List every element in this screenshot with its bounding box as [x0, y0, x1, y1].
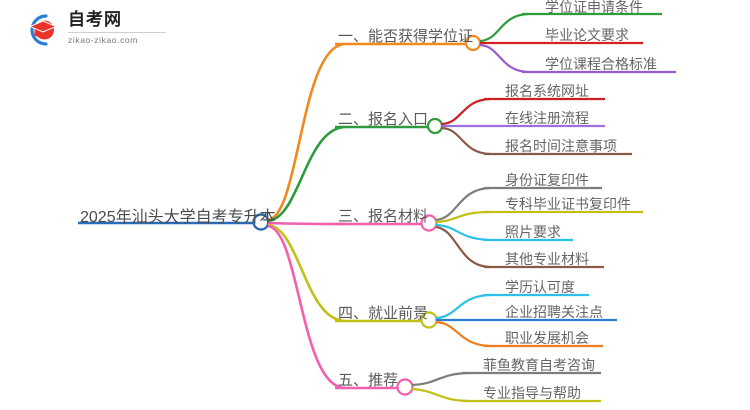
branch-3-label[interactable]: 三、报名材料	[338, 208, 429, 225]
branch-5-node-dot	[396, 378, 414, 396]
branch-4-label[interactable]: 四、就业前景	[338, 305, 429, 322]
branch-2-child-1-wire	[441, 97, 491, 126]
branch-5-child-2-label[interactable]: 专业指导与帮助	[483, 385, 581, 401]
branch-1-child-3-wire	[479, 43, 529, 74]
branch-5-child-1-label[interactable]: 菲鱼教育自考咨询	[483, 357, 595, 373]
branch-3-child-3-wire	[435, 223, 491, 242]
branch-3-child-3-label[interactable]: 照片要求	[505, 224, 561, 240]
branch-3-child-2-label[interactable]: 专科毕业证书复印件	[505, 196, 631, 212]
logo-url: zikao-zikao.com	[68, 35, 138, 45]
trunk-branch-4	[267, 223, 346, 323]
trunk-branch-5	[267, 224, 346, 390]
branch-2-label[interactable]: 二、报名入口	[338, 111, 429, 128]
branch-2-node-dot	[426, 117, 444, 135]
trunk-branch-3	[267, 221, 346, 226]
branch-5-child-1-wire	[411, 371, 469, 387]
branch-2-child-3-wire	[441, 126, 491, 156]
trunk-branch-1	[267, 42, 346, 222]
branch-4-child-3-wire	[435, 320, 491, 348]
branch-5-child-2-wire	[411, 387, 469, 403]
branch-5-label[interactable]: 五、推荐	[338, 372, 399, 389]
branch-3-child-4-wire	[435, 225, 491, 269]
branch-2-child-1-label[interactable]: 报名系统网址	[505, 83, 589, 99]
branch-1-child-2-label[interactable]: 毕业论文要求	[545, 27, 629, 43]
branch-1-label[interactable]: 一、能否获得学位证	[338, 28, 474, 45]
logo-text-block: 自考网 zikao-zikao.com	[68, 10, 178, 46]
branch-4-child-3-label[interactable]: 职业发展机会	[505, 330, 589, 346]
branch-4-child-1-label[interactable]: 学历认可度	[505, 279, 575, 295]
branch-2-child-3-label[interactable]: 报名时间注意事项	[505, 138, 617, 154]
root-node-label[interactable]: 2025年汕头大学自考专升本	[80, 209, 276, 226]
branch-1-child-1-label[interactable]: 学位证申请条件	[545, 0, 643, 15]
branch-4-child-2-label[interactable]: 企业招聘关注点	[505, 304, 603, 320]
branch-3-child-1-label[interactable]: 身份证复印件	[505, 172, 589, 188]
branch-1-child-1-wire	[479, 12, 529, 43]
logo-name: 自考网	[68, 10, 122, 29]
branch-3-child-4-label[interactable]: 其他专业材料	[505, 251, 589, 267]
branch-3-child-2-wire	[435, 210, 491, 224]
logo-divider	[68, 32, 166, 33]
trunk-branch-2	[267, 125, 346, 223]
branch-1-child-3-label[interactable]: 学位课程合格标准	[545, 56, 657, 72]
site-logo: 自考网 zikao-zikao.com	[22, 8, 172, 52]
branch-4-child-1-wire	[435, 293, 491, 320]
branch-3-child-1-wire	[435, 186, 491, 222]
graduation-cap-icon	[22, 10, 62, 50]
branch-2-child-2-label[interactable]: 在线注册流程	[505, 110, 589, 126]
